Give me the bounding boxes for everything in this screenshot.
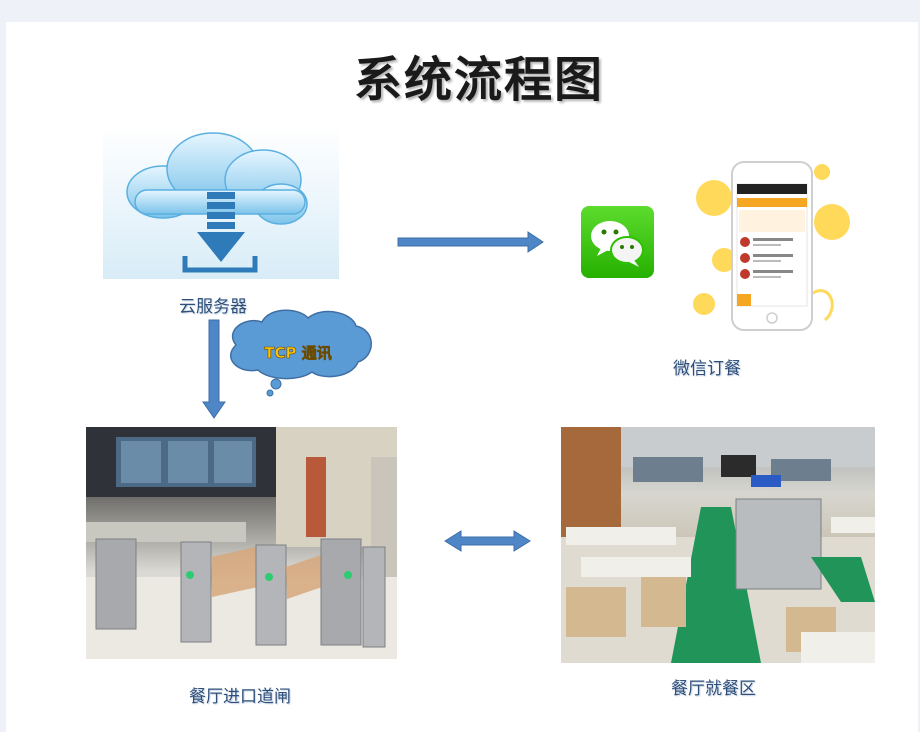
- entrance-gate-label: 餐厅进口道闸: [189, 687, 291, 707]
- cloud-icon: [126, 132, 308, 225]
- download-arrow-icon: [182, 192, 258, 273]
- tcp-label: TCP 通讯: [264, 344, 331, 362]
- wechat-icon: [581, 206, 654, 278]
- wechat-order-label: 微信订餐: [673, 359, 741, 379]
- entrance-gate-photo: [86, 427, 397, 659]
- dining-area-photo: [561, 427, 875, 663]
- arrow-cloud-to-wechat: [397, 231, 544, 253]
- arrow-gate-dining-bidirectional: [444, 530, 531, 552]
- dining-area-label: 餐厅就餐区: [671, 679, 756, 699]
- tcp-speech-bubble: TCP 通讯: [229, 309, 372, 397]
- cloud-server-label: 云服务器: [179, 297, 247, 317]
- arrow-cloud-to-gate: [202, 319, 226, 419]
- diagram-title: 系统流程图: [353, 52, 604, 108]
- cloud-server-illustration: [103, 124, 339, 279]
- phone-ordering-illustration: [690, 160, 860, 340]
